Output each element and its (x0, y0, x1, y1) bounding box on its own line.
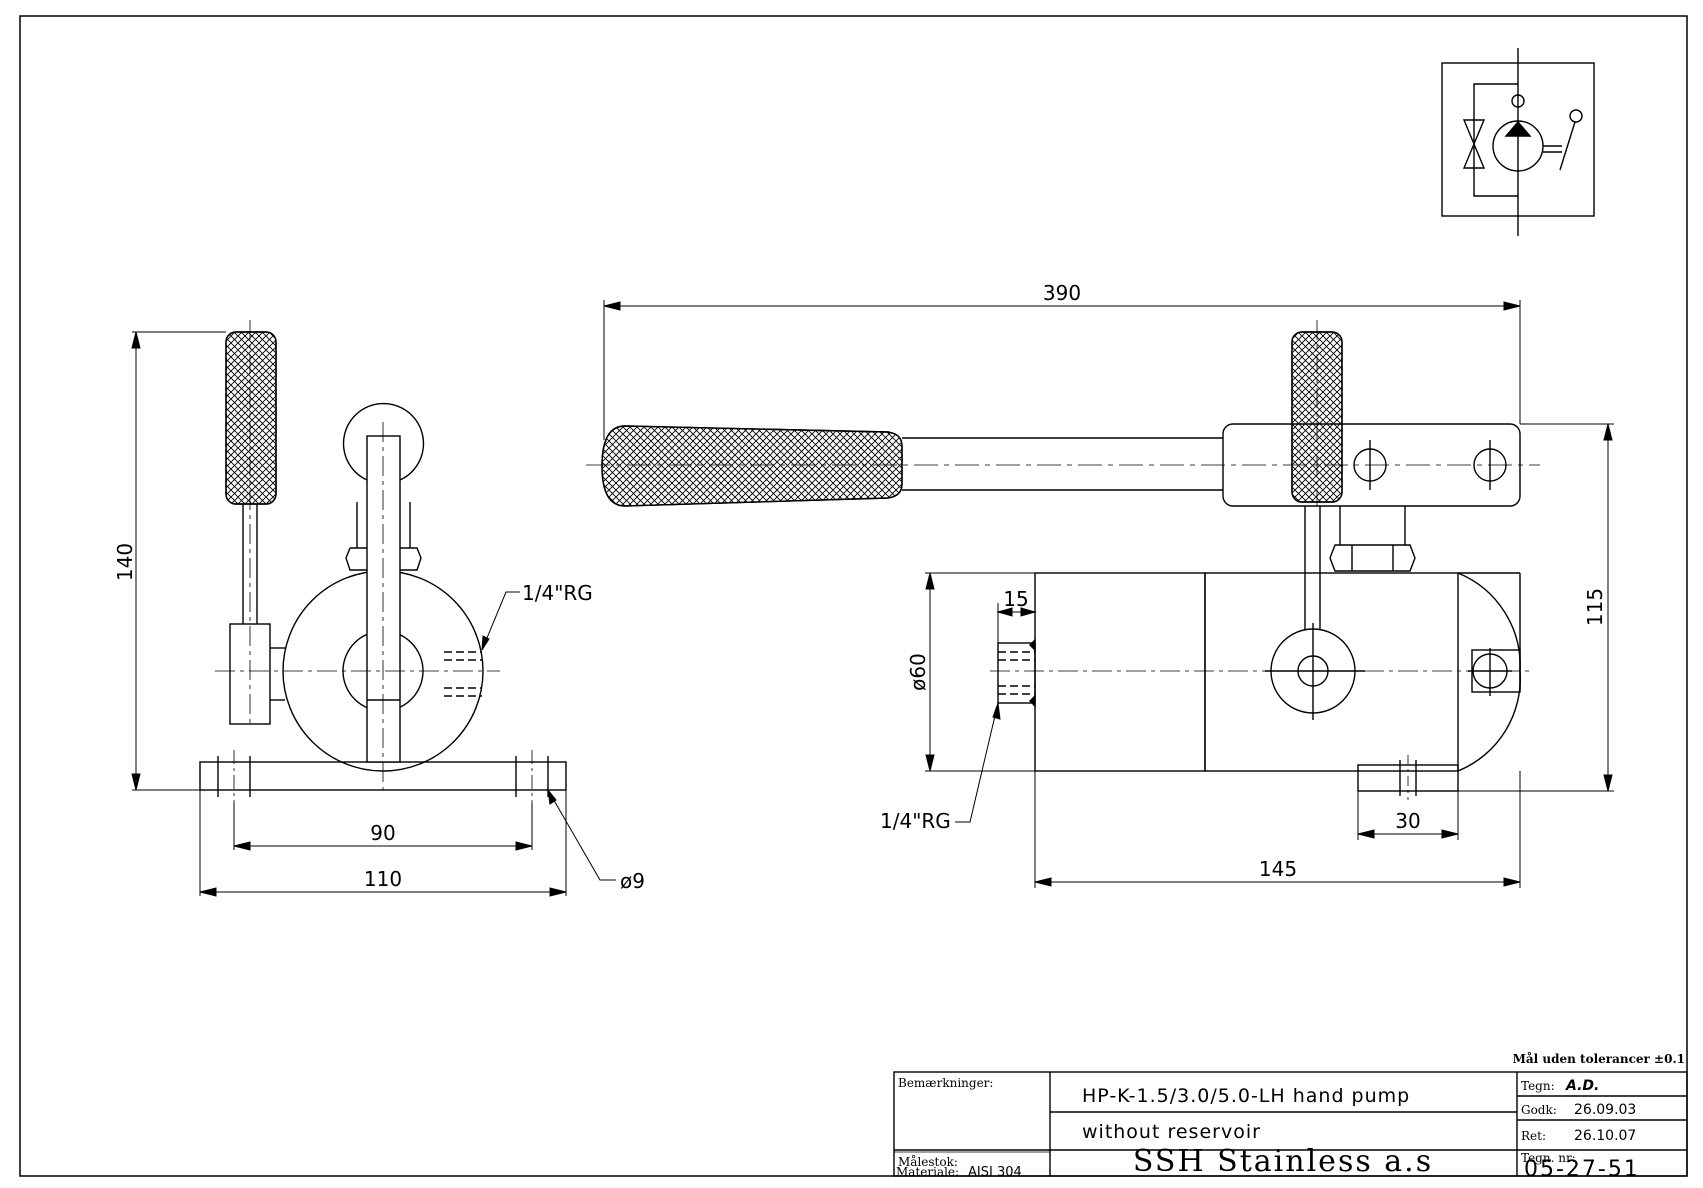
dim-port-rg-side: 1/4"RG (522, 581, 593, 605)
revised-label: Ret: (1521, 1129, 1546, 1143)
title-line-1: HP-K-1.5/3.0/5.0-LH hand pump (1082, 1085, 1410, 1107)
approved-label: Godk: (1521, 1103, 1557, 1117)
dim-90: 90 (370, 821, 395, 845)
front-view (586, 320, 1540, 800)
scale-label: Målestok: (898, 1154, 958, 1169)
drawing-no-label: Tegn. nr: (1521, 1151, 1576, 1165)
company-name: SSH Stainless a.s (1133, 1144, 1433, 1179)
dim-port-rg-front: 1/4"RG (880, 809, 951, 833)
approved-value: 26.09.03 (1574, 1102, 1636, 1118)
drawing-frame (19, 15, 1688, 1177)
front-view-dimensions (603, 300, 1614, 888)
hydraulic-symbol (1441, 48, 1595, 236)
material-row: Materiale: AISI 304 (896, 1165, 1022, 1180)
drawn-value: A.D. (1565, 1078, 1599, 1094)
dim-15: 15 (1003, 587, 1028, 611)
remarks-label: Bemærkninger: (898, 1076, 993, 1090)
dim-110: 110 (364, 867, 402, 891)
dim-dia-60: ø60 (906, 653, 930, 691)
side-grip (225, 331, 277, 505)
title-block (893, 1071, 1688, 1177)
side-view-dimensions (131, 331, 616, 897)
dim-dia-9: ø9 (620, 869, 645, 893)
dim-115: 115 (1583, 588, 1607, 626)
side-view (199, 320, 567, 803)
revised-value: 26.10.07 (1574, 1128, 1636, 1144)
dim-30: 30 (1395, 809, 1420, 833)
material-value: AISI 304 (968, 1165, 1022, 1180)
dim-140: 140 (113, 543, 137, 581)
drawn-label: Tegn: (1521, 1079, 1555, 1093)
material-label-text: Materiale: (896, 1165, 959, 1179)
dim-390: 390 (1043, 281, 1081, 305)
drawing-no-value: 05-27-51 (1524, 1157, 1640, 1182)
dim-145: 145 (1259, 857, 1297, 881)
lever-grip (601, 425, 903, 507)
title-line-2: without reservoir (1082, 1121, 1261, 1143)
tolerance-note: Mål uden tolerancer ±0.1 (1513, 1051, 1685, 1066)
